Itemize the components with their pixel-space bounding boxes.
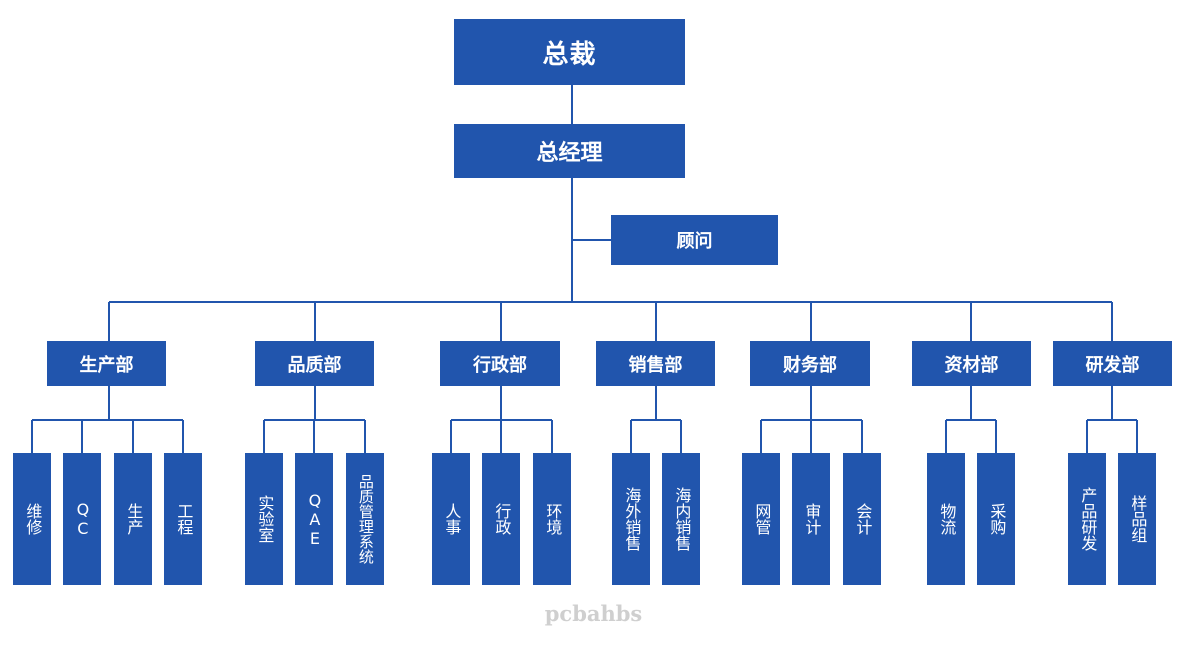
watermark: pcbahbs <box>544 601 643 626</box>
department-label: 品质部 <box>287 354 342 376</box>
sub-unit-box: 品质管理系统 <box>346 453 384 585</box>
ceo-box: 总裁 <box>454 19 685 85</box>
sub-unit-box: 样品组 <box>1118 453 1156 585</box>
department-box: 资材部 <box>912 341 1031 386</box>
sub-unit-box: 网管 <box>742 453 780 585</box>
department-box: 财务部 <box>750 341 870 386</box>
sub-unit-box: 维修 <box>13 453 51 585</box>
sub-unit-box: 审计 <box>792 453 830 585</box>
department-box: 研发部 <box>1053 341 1172 386</box>
sub-unit-label: 采购 <box>987 503 1007 535</box>
sub-unit-label: 网管 <box>752 503 772 535</box>
sub-unit-label: 产品研发 <box>1078 487 1098 551</box>
sub-unit-box: 人事 <box>432 453 470 585</box>
sub-unit-box: 海内销售 <box>662 453 700 585</box>
sub-unit-label: 海内销售 <box>672 487 692 551</box>
sub-unit-box: 物流 <box>927 453 965 585</box>
sub-unit-box: QC <box>63 453 101 585</box>
sub-unit-label: 人事 <box>442 503 462 535</box>
department-label: 生产部 <box>79 354 134 376</box>
department-label: 资材部 <box>944 354 999 376</box>
sub-unit-label: 生产 <box>124 503 144 535</box>
department-label: 销售部 <box>628 354 683 376</box>
sub-unit-box: 工程 <box>164 453 202 585</box>
sub-unit-label: 行政 <box>492 503 512 535</box>
sub-unit-box: 生产 <box>114 453 152 585</box>
sub-unit-box: 环境 <box>533 453 571 585</box>
sub-unit-box: 海外销售 <box>612 453 650 585</box>
department-box: 销售部 <box>596 341 715 386</box>
sub-unit-label: 维修 <box>23 503 43 535</box>
sub-unit-label: 品质管理系统 <box>356 474 375 564</box>
sub-unit-label: 审计 <box>802 503 822 535</box>
gm-label: 总经理 <box>536 141 603 166</box>
ceo-label: 总裁 <box>542 39 597 70</box>
sub-unit-label: 物流 <box>937 503 957 535</box>
department-box: 生产部 <box>47 341 166 386</box>
sub-unit-box: 产品研发 <box>1068 453 1106 585</box>
gm-box: 总经理 <box>454 124 685 178</box>
advisor-label: 顾问 <box>676 231 713 252</box>
sub-unit-box: 行政 <box>482 453 520 585</box>
sub-unit-label: 会计 <box>853 503 873 535</box>
sub-unit-box: 会计 <box>843 453 881 585</box>
sub-unit-label: 海外销售 <box>622 487 642 551</box>
department-label: 行政部 <box>473 354 527 376</box>
advisor-box: 顾问 <box>611 215 778 265</box>
sub-unit-box: 实验室 <box>245 453 283 585</box>
department-label: 研发部 <box>1085 354 1140 376</box>
sub-unit-label: 工程 <box>174 503 194 535</box>
sub-unit-box: QAE <box>295 453 333 585</box>
department-box: 品质部 <box>255 341 374 386</box>
sub-unit-label: 实验室 <box>255 495 275 543</box>
sub-unit-box: 采购 <box>977 453 1015 585</box>
sub-unit-label: 环境 <box>543 503 563 535</box>
sub-unit-label: 样品组 <box>1128 495 1148 543</box>
sub-unit-label: QAE <box>305 490 325 548</box>
department-label: 财务部 <box>783 354 837 376</box>
sub-unit-label: QC <box>73 500 93 538</box>
department-box: 行政部 <box>440 341 560 386</box>
